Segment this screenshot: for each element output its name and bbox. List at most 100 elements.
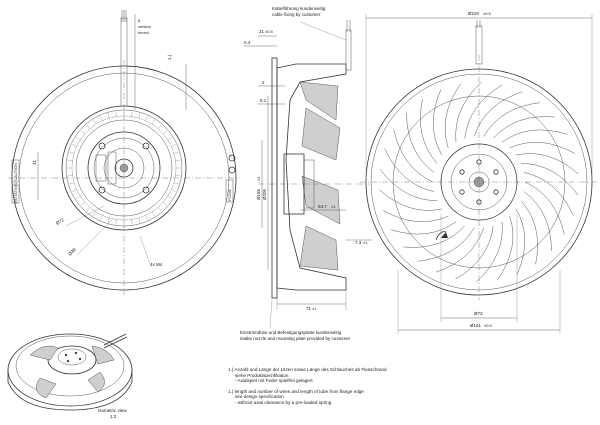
rear-blade [418, 227, 475, 262]
rear-blade [391, 221, 457, 235]
rear-blade [406, 113, 435, 173]
dim-label: 2 [262, 80, 265, 85]
dim-label: Ø155 [256, 188, 261, 200]
vent-slot [107, 113, 110, 119]
dim-tol: ±1 [256, 176, 261, 181]
dim-label: Ø72 [474, 311, 483, 316]
vent-slot [115, 111, 117, 117]
dim-label: 0.4 [244, 40, 251, 45]
vent-slot [100, 215, 103, 220]
ground-screw-icon [228, 154, 236, 162]
vent-slot [72, 144, 77, 147]
rear-blade [509, 142, 576, 154]
dim-label: Ø205 [262, 188, 267, 200]
vent-slot [138, 113, 141, 119]
vent-slot [69, 182, 75, 185]
vent-slot [138, 217, 141, 223]
rear-blade [523, 172, 574, 216]
rear-blade [382, 210, 449, 222]
vent-slot [86, 124, 91, 129]
rear-blade [524, 181, 565, 235]
dim-label: Ø220 [468, 11, 480, 16]
vent-slot [67, 175, 73, 177]
dim-label: Ø38 [67, 247, 77, 257]
rear-blade [464, 84, 503, 139]
rear-blade [420, 99, 438, 164]
rear-blade [435, 227, 485, 273]
dim-label: 21 [259, 29, 265, 34]
callout-text: intake nozzle and mounting plate provide… [240, 336, 351, 341]
mount-hole-icon [142, 142, 150, 150]
drawing-notes: 1.) Anzahl und Länge der Litzen sowie Lä… [228, 367, 468, 406]
callout-text: Einströmdüse und Befestigungsplatte kund… [240, 330, 342, 335]
dim-label: 8.1 [260, 98, 267, 103]
dim-label: 53.7 [318, 204, 327, 209]
rear-blade [523, 191, 552, 251]
vent-slot [72, 189, 77, 192]
rear-blade [379, 189, 442, 211]
rear-blade [501, 129, 567, 143]
rear-blade [393, 129, 434, 183]
rear-blades [379, 81, 579, 283]
rear-blade [444, 83, 462, 148]
dim-tol: ±1 [331, 204, 336, 209]
iso-scale: 1:2 [110, 414, 117, 419]
vent-slot [167, 137, 173, 141]
vent-slot [157, 124, 162, 129]
caution-text: CAUTION [13, 163, 18, 181]
vent-slot [173, 182, 179, 185]
side-flange [271, 57, 278, 299]
note-line: 1.) length and number of wires and lengt… [228, 388, 364, 394]
rear-blade [483, 102, 540, 137]
rear-blade [402, 225, 465, 248]
rear-blade [455, 225, 494, 280]
vent-slot [151, 211, 155, 217]
blade-icon [299, 81, 339, 121]
rear-blade [496, 216, 514, 281]
rear-blade [379, 168, 438, 201]
wire-note: 8 [138, 18, 141, 23]
vent-slot [163, 201, 168, 206]
vent-slot [69, 151, 75, 154]
vent-slot [86, 207, 91, 212]
rear-blade [473, 91, 523, 137]
vent-slot [171, 189, 176, 192]
note-line: siehe Produktspezifikation [235, 372, 289, 378]
vent-slot [175, 159, 181, 161]
wire-note: vertical [138, 24, 151, 29]
dim-label: 71 [306, 306, 312, 311]
flow-label [225, 179, 234, 203]
caution-label [11, 159, 20, 183]
dim-tol: ±1 [312, 306, 317, 311]
dim-label: 7.3 [355, 240, 362, 245]
vent-slot [131, 219, 133, 225]
rear-blade [384, 148, 435, 192]
side-view: Kabelführung kundenseitig cable fixing b… [240, 6, 372, 341]
rear-blade [515, 208, 526, 275]
vent-slot [75, 195, 81, 199]
vent-slot [115, 219, 117, 225]
rear-blade [516, 153, 579, 175]
rotation-text: ROTATION [13, 183, 18, 203]
rear-blade [520, 163, 579, 196]
note-line: 1.) Anzahl und Länge der Litzen sowie Lä… [228, 367, 387, 372]
vent-slot [75, 137, 81, 141]
vent-slot [151, 119, 155, 125]
dim-label: 4x M4 [150, 262, 163, 267]
note-line: - without axial clearance by a pre-loade… [235, 399, 332, 405]
dim-label: Ø72 [55, 217, 65, 226]
vent-slot [107, 217, 110, 223]
front-view: 1.) 41 Ø72 Ø38 4x M4 8 vertical tinned C… [8, 10, 240, 295]
mount-hole-icon [98, 142, 106, 150]
vent-slot [173, 151, 179, 154]
iso-view: Isometric view 1:2 [7, 333, 133, 419]
iso-caption: Isometric view [98, 408, 127, 413]
vent-slot [131, 111, 133, 117]
rear-blade [476, 221, 503, 283]
callout-text: cable fixing by customer [272, 12, 321, 17]
vent-slot [163, 130, 168, 135]
vent-slot [167, 195, 173, 199]
vent-slot [145, 215, 148, 220]
vent-slot [100, 116, 103, 121]
note-line: see design specification [235, 394, 284, 400]
